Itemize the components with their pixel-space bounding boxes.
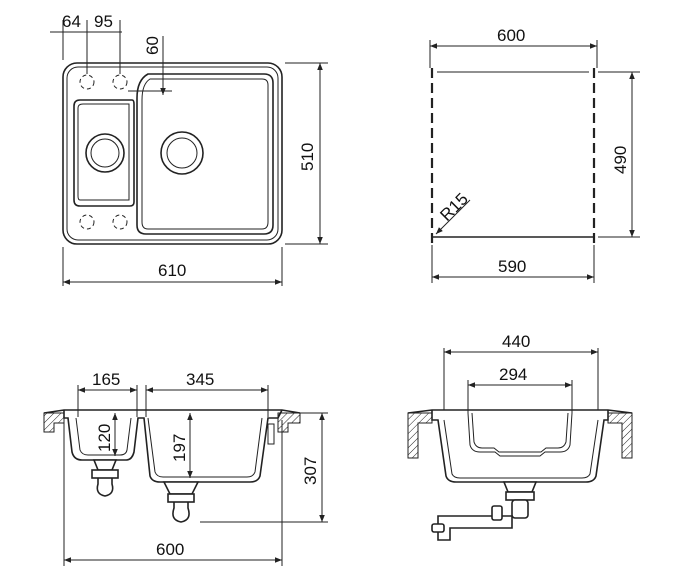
small-waste	[91, 459, 119, 497]
worktop-left	[43, 412, 65, 433]
side-view: 440 294	[407, 332, 633, 541]
small-drain	[85, 133, 125, 173]
cutout-r15-label: R15	[436, 189, 471, 224]
tap-hole-markers	[79, 74, 128, 230]
cutout-dim-600-label: 600	[497, 26, 525, 45]
large-waste	[162, 481, 200, 523]
small-bowl	[73, 99, 135, 207]
side-worktop-right	[607, 412, 633, 459]
dim-60-label: 60	[143, 36, 162, 55]
dim-510-label: 510	[298, 143, 317, 171]
side-waste-trap	[431, 481, 538, 541]
side-sink-profile	[407, 409, 633, 483]
side-dim-440-label: 440	[502, 332, 530, 351]
section-dim-600-label: 600	[156, 540, 184, 559]
sink-outline	[62, 62, 283, 245]
large-bowl	[136, 73, 274, 235]
section-sink-profile	[43, 409, 301, 483]
section-dim-197-label: 197	[170, 434, 189, 462]
cutout-view: 600 490 590 R15	[429, 26, 640, 283]
worktop-right	[277, 412, 301, 433]
dim-95-label: 95	[94, 12, 113, 31]
cutout-dim-590-label: 590	[498, 257, 526, 276]
dim-64-label: 64	[62, 12, 81, 31]
section-dim-165-label: 165	[92, 370, 120, 389]
cutout-dim-490-label: 490	[611, 146, 630, 174]
side-worktop-left	[407, 412, 433, 459]
sink-rim	[66, 66, 279, 241]
section-dim-307-label: 307	[301, 457, 320, 485]
side-dim-294-label: 294	[499, 365, 527, 384]
section-dim-120-label: 120	[95, 424, 114, 452]
large-drain	[160, 131, 204, 175]
top-view: 64 95 60 510 610	[50, 12, 328, 286]
section-view: 165 345 120 197 307 600	[43, 370, 328, 566]
section-dim-345-label: 345	[186, 370, 214, 389]
dim-610-label: 610	[158, 261, 186, 280]
